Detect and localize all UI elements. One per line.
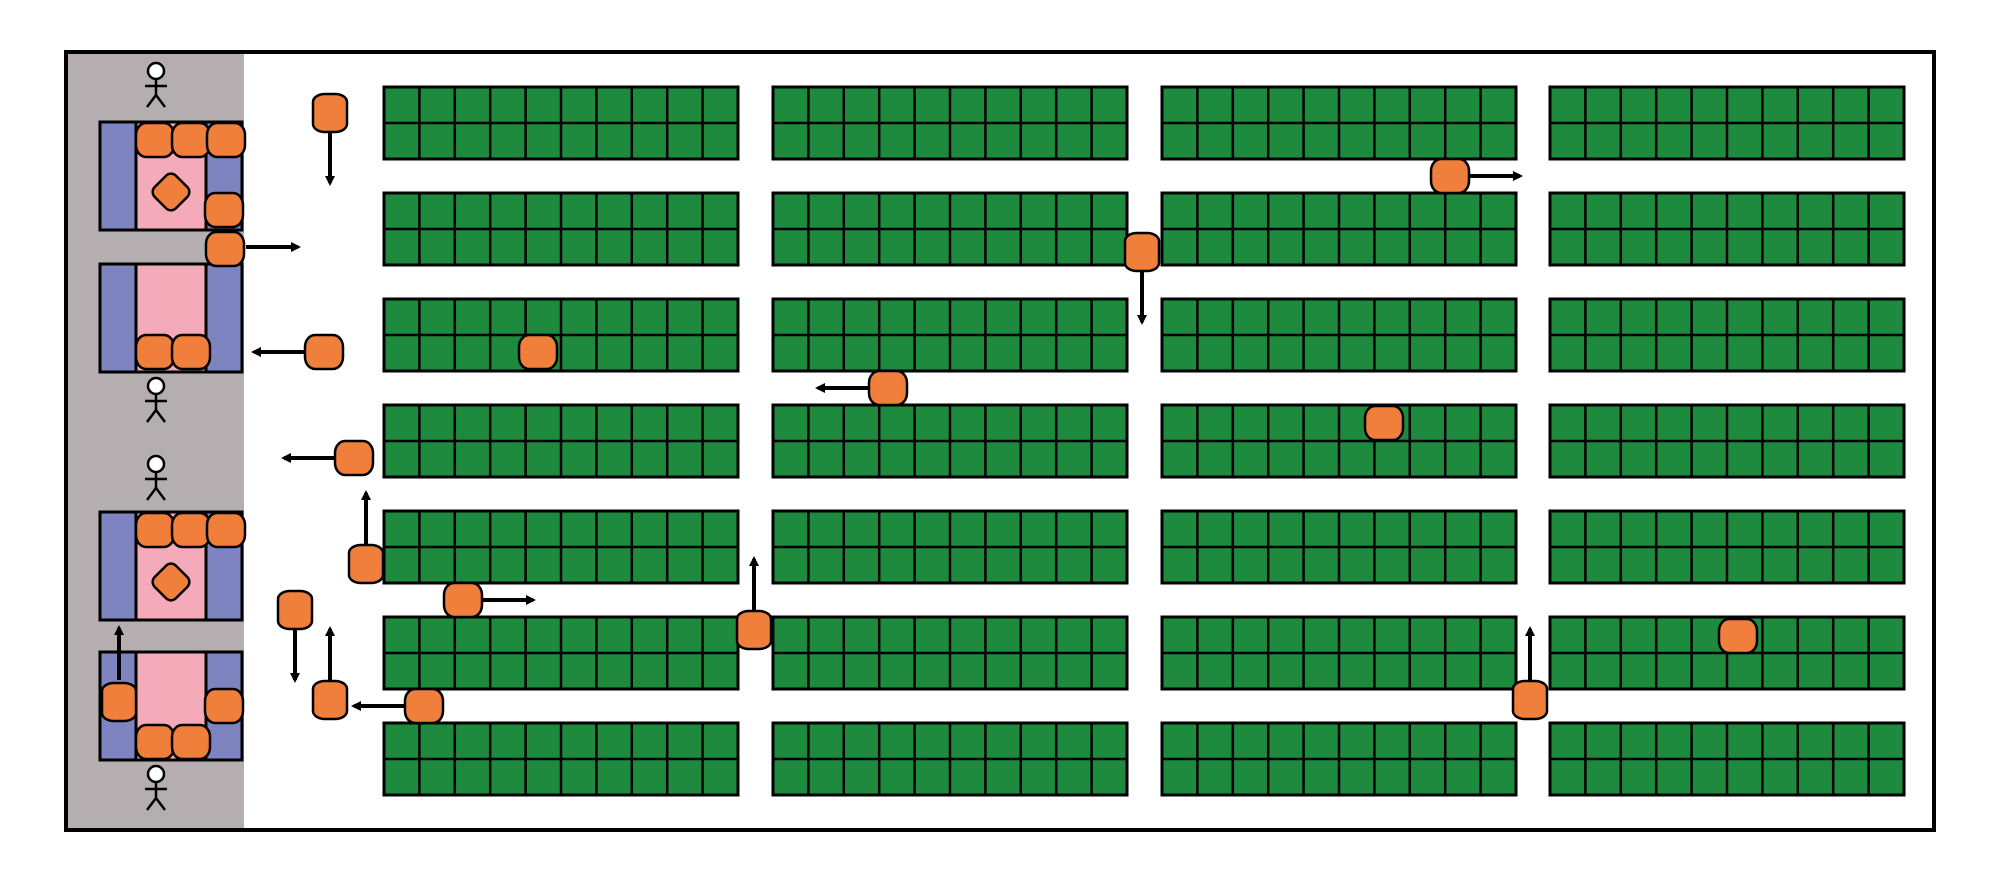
shelf-block — [382, 721, 740, 797]
person-head — [146, 61, 166, 81]
robot-icon — [1429, 157, 1471, 195]
shelf-block — [1160, 721, 1518, 797]
shelf-block — [1160, 297, 1518, 373]
robot-icon — [303, 333, 345, 371]
shelf-block — [382, 509, 740, 585]
person-icon — [145, 376, 167, 423]
robot-icon — [205, 121, 247, 159]
shelf-block — [1160, 403, 1518, 479]
shelf-block — [771, 615, 1129, 691]
shelf-block — [1160, 615, 1518, 691]
robot-icon — [1717, 617, 1759, 655]
shelf-block — [1160, 191, 1518, 267]
robot-layer — [100, 92, 1759, 761]
robot-icon — [347, 543, 385, 585]
robot-icon — [134, 333, 176, 371]
shelf-block — [382, 191, 740, 267]
robot-icon — [333, 439, 375, 477]
diamond-icon — [151, 172, 191, 212]
shelf-block — [771, 721, 1129, 797]
shelf-block — [1548, 85, 1906, 161]
robot-icon — [517, 333, 559, 371]
person-leg — [146, 487, 157, 501]
person-icon — [145, 764, 167, 811]
person-leg — [146, 409, 157, 423]
person-icon — [145, 61, 167, 108]
person-head — [146, 764, 166, 784]
robot-icon — [170, 723, 212, 761]
robot-icon — [276, 589, 314, 631]
shelf-block — [771, 85, 1129, 161]
robot-icon — [205, 511, 247, 549]
shelf-block — [382, 85, 740, 161]
person-leg — [155, 409, 166, 423]
robot-icon — [203, 687, 245, 725]
robot-icon — [442, 581, 484, 619]
shelf-block — [1548, 191, 1906, 267]
shelf-block — [771, 297, 1129, 373]
robot-icon — [100, 681, 138, 723]
robot-icon — [170, 333, 212, 371]
person-head — [146, 454, 166, 474]
shelf-grid — [382, 85, 1906, 797]
robot-icon — [170, 121, 212, 159]
shelf-block — [1548, 509, 1906, 585]
robot-icon — [134, 121, 176, 159]
robot-icon — [134, 723, 176, 761]
person-leg — [155, 94, 166, 108]
person-leg — [146, 94, 157, 108]
shelf-block — [1548, 403, 1906, 479]
person-head — [146, 376, 166, 396]
robot-icon — [1123, 231, 1161, 273]
robot-icon — [735, 609, 773, 651]
shelf-block — [771, 191, 1129, 267]
shelf-block — [382, 403, 740, 479]
robot-icon — [204, 230, 246, 268]
shelf-block — [771, 509, 1129, 585]
person-icon — [145, 454, 167, 501]
robot-icon — [170, 511, 212, 549]
shelf-block — [382, 297, 740, 373]
robot-icon — [311, 92, 349, 134]
robot-icon — [203, 191, 245, 229]
robot-icon — [134, 511, 176, 549]
robot-icon — [403, 687, 445, 725]
robot-icon — [1363, 404, 1405, 442]
robot-icon — [1511, 679, 1549, 721]
person-leg — [146, 797, 157, 811]
shelf-block — [771, 403, 1129, 479]
person-leg — [155, 487, 166, 501]
shelf-block — [1160, 509, 1518, 585]
shelf-block — [1548, 297, 1906, 373]
shelf-block — [382, 615, 740, 691]
person-leg — [155, 797, 166, 811]
robot-icon — [867, 369, 909, 407]
shelf-block — [1548, 721, 1906, 797]
diamond-icon — [151, 562, 191, 602]
shelf-block — [1160, 85, 1518, 161]
robot-icon — [311, 679, 349, 721]
